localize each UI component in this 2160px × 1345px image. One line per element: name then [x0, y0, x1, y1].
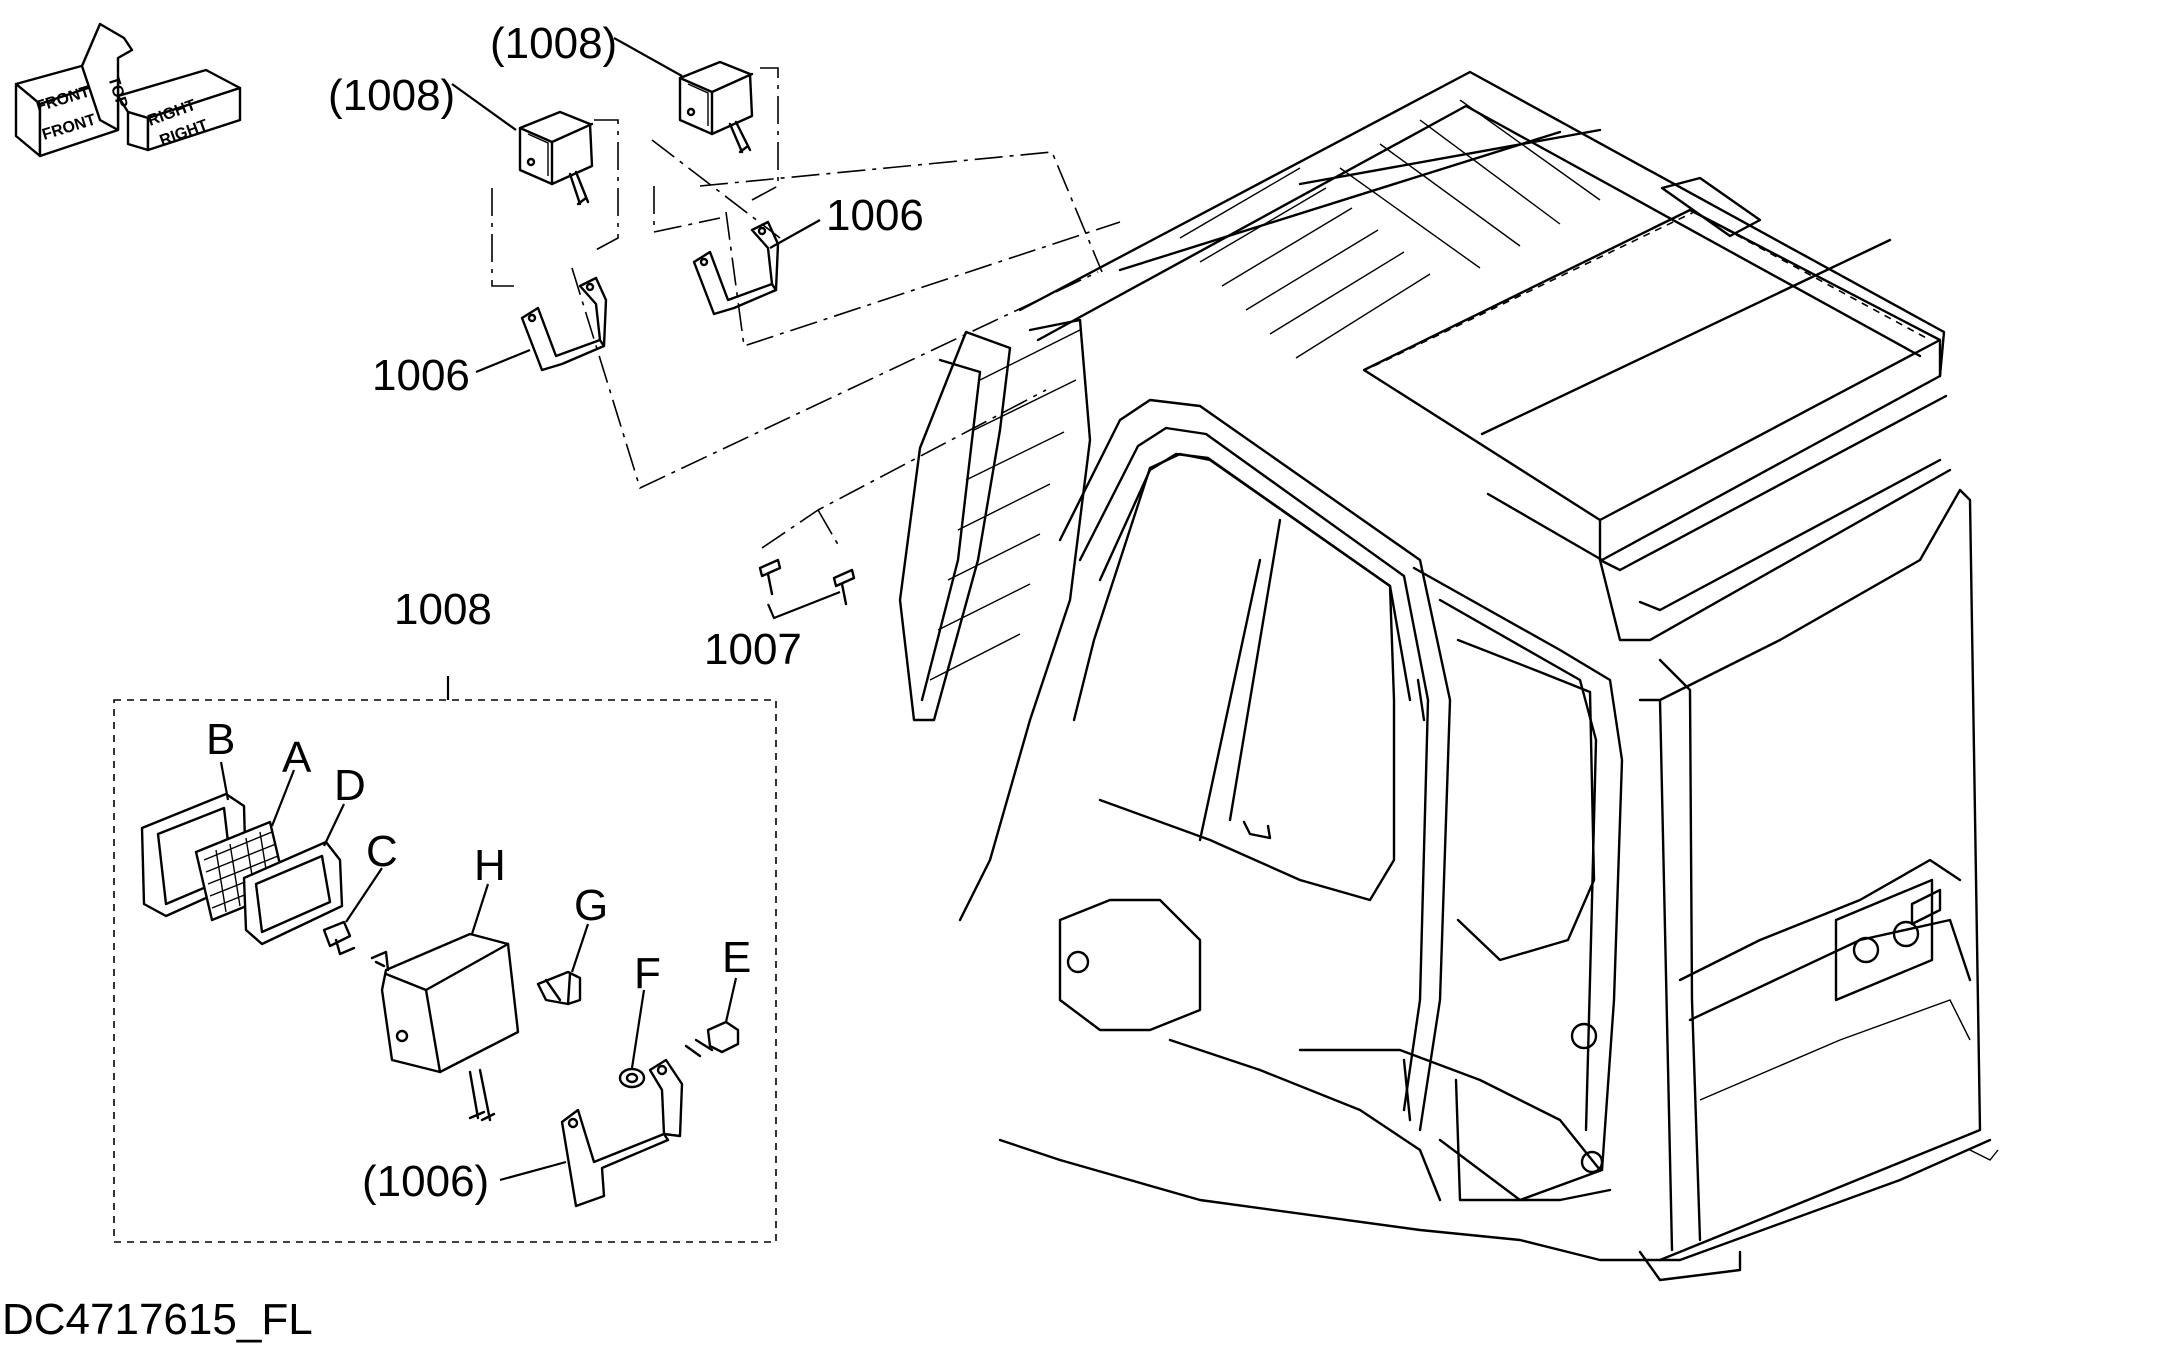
- callout-1008-upper-left: (1008): [328, 71, 455, 120]
- label-d: D: [334, 761, 366, 810]
- bracket-upper-right: [692, 220, 780, 316]
- callout-1006-left: 1006: [372, 351, 470, 400]
- label-e: E: [722, 933, 751, 982]
- label-b: B: [206, 715, 235, 764]
- label-h: H: [474, 841, 506, 890]
- work-lamp-upper-left: [518, 110, 594, 206]
- callout-1007: 1007: [704, 625, 802, 674]
- label-c: C: [366, 827, 398, 876]
- callout-1006-right: 1006: [826, 191, 924, 240]
- bolts-1007: [758, 558, 856, 606]
- work-lamp-upper-right: [678, 60, 754, 154]
- label-f: F: [634, 949, 661, 998]
- label-g: G: [574, 881, 608, 930]
- drawing-code: DC4717615_FL: [2, 1295, 313, 1344]
- detail-parts: [140, 792, 740, 1208]
- bracket-upper-left: [520, 276, 608, 372]
- assembly-lines: [491, 67, 1121, 549]
- detail-box-1008: [113, 676, 777, 1243]
- label-a: A: [282, 733, 312, 782]
- leader-lines: [219, 37, 841, 1182]
- orientation-indicator: FRONT FRONT TOP RIGHT RIGHT: [14, 22, 242, 158]
- callout-1008-detail: 1008: [394, 585, 492, 634]
- callout-1008-upper-right: (1008): [490, 19, 617, 68]
- callout-1006-detail: (1006): [362, 1157, 489, 1206]
- operator-cab: [898, 70, 1999, 1282]
